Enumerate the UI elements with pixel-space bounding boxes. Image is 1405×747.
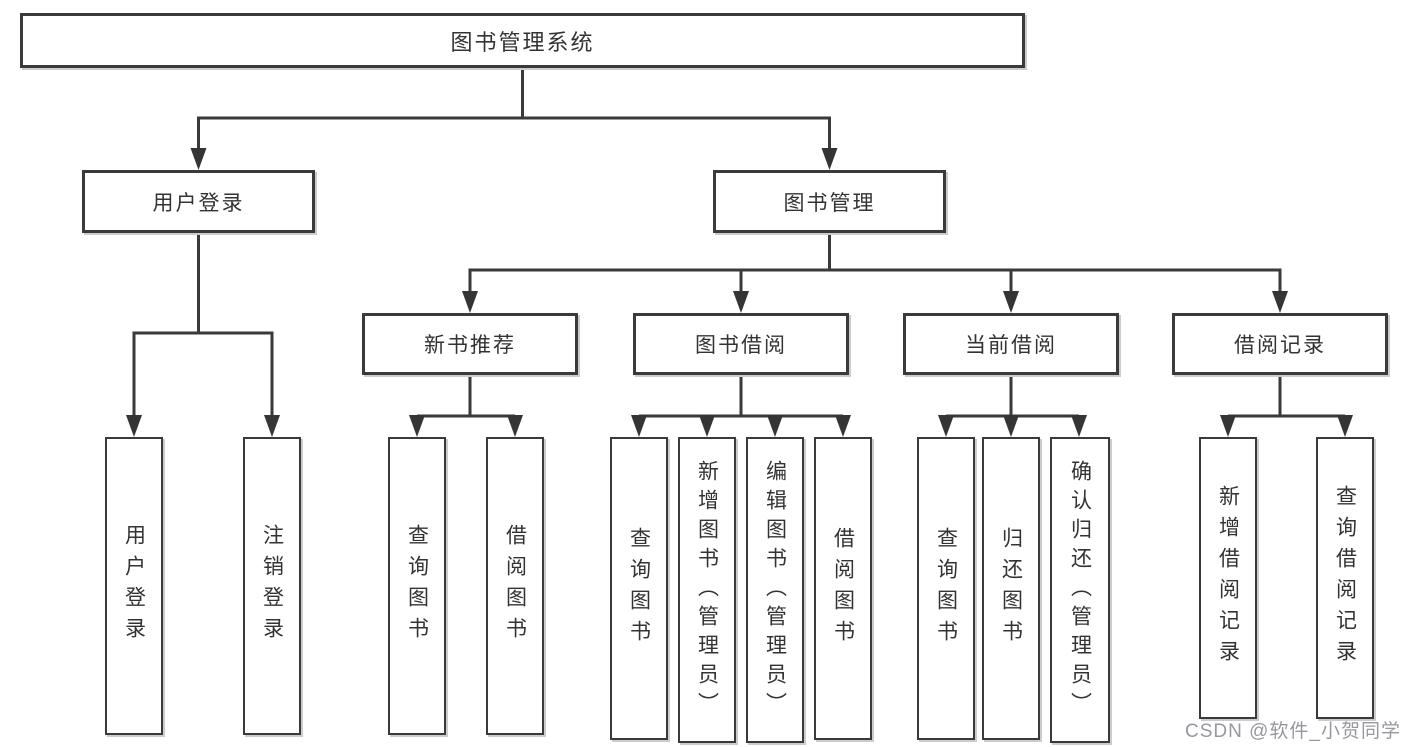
node-book-management: 图书管理: [713, 170, 946, 233]
node-label: 借阅图书: [503, 524, 527, 648]
leaf-return-books: 归还图书: [982, 437, 1040, 740]
leaf-edit-books-admin: 编辑图书（管理员）: [746, 437, 804, 743]
node-user-login: 用户登录: [82, 170, 315, 233]
node-label: 借阅图书: [831, 526, 855, 651]
csdn-watermark: CSDN @软件_小贺同学: [1185, 721, 1401, 742]
leaf-borrow-books-recommend: 借阅图书: [486, 437, 544, 735]
leaf-confirm-return-admin: 确认归还（管理员）: [1050, 437, 1110, 743]
node-new-book-recommend: 新书推荐: [362, 313, 578, 375]
node-label: 注销登录: [260, 524, 284, 648]
leaf-user-login: 用户登录: [105, 437, 163, 735]
leaf-query-borrow-record: 查询借阅记录: [1316, 437, 1374, 719]
node-label: 新增图书（管理员）: [695, 459, 719, 721]
node-label: 用户登录: [122, 524, 146, 648]
node-label: 图书管理: [783, 191, 876, 215]
leaf-query-books-current: 查询图书: [917, 437, 975, 740]
node-label: 当前借阅: [965, 334, 1057, 357]
node-label: 图书借阅: [695, 334, 787, 357]
leaf-borrow-books: 借阅图书: [814, 437, 872, 740]
node-root-library-system: 图书管理系统: [20, 13, 1025, 68]
node-label: 编辑图书（管理员）: [763, 459, 787, 721]
leaf-add-borrow-record: 新增借阅记录: [1199, 437, 1257, 719]
node-label: 归还图书: [999, 526, 1023, 651]
node-label: 查询图书: [934, 526, 958, 651]
node-book-borrow: 图书借阅: [633, 313, 849, 375]
leaf-query-books-recommend: 查询图书: [388, 437, 446, 735]
node-label: 查询图书: [405, 524, 429, 648]
node-label: 查询图书: [627, 526, 651, 651]
node-label: 新增借阅记录: [1216, 485, 1240, 671]
leaf-logout: 注销登录: [243, 437, 301, 735]
arrowhead-icons: [126, 148, 1353, 437]
node-label: 查询借阅记录: [1333, 485, 1357, 671]
node-label: 确认归还（管理员）: [1068, 459, 1092, 721]
node-label: 用户登录: [152, 191, 245, 215]
leaf-query-books-borrow: 查询图书: [610, 437, 668, 740]
node-label: 新书推荐: [424, 334, 516, 357]
node-current-borrow: 当前借阅: [903, 313, 1119, 375]
node-label: 借阅记录: [1234, 334, 1326, 357]
node-label: 图书管理系统: [450, 29, 595, 55]
node-borrow-records: 借阅记录: [1172, 313, 1388, 375]
leaf-add-books-admin: 新增图书（管理员）: [678, 437, 736, 743]
